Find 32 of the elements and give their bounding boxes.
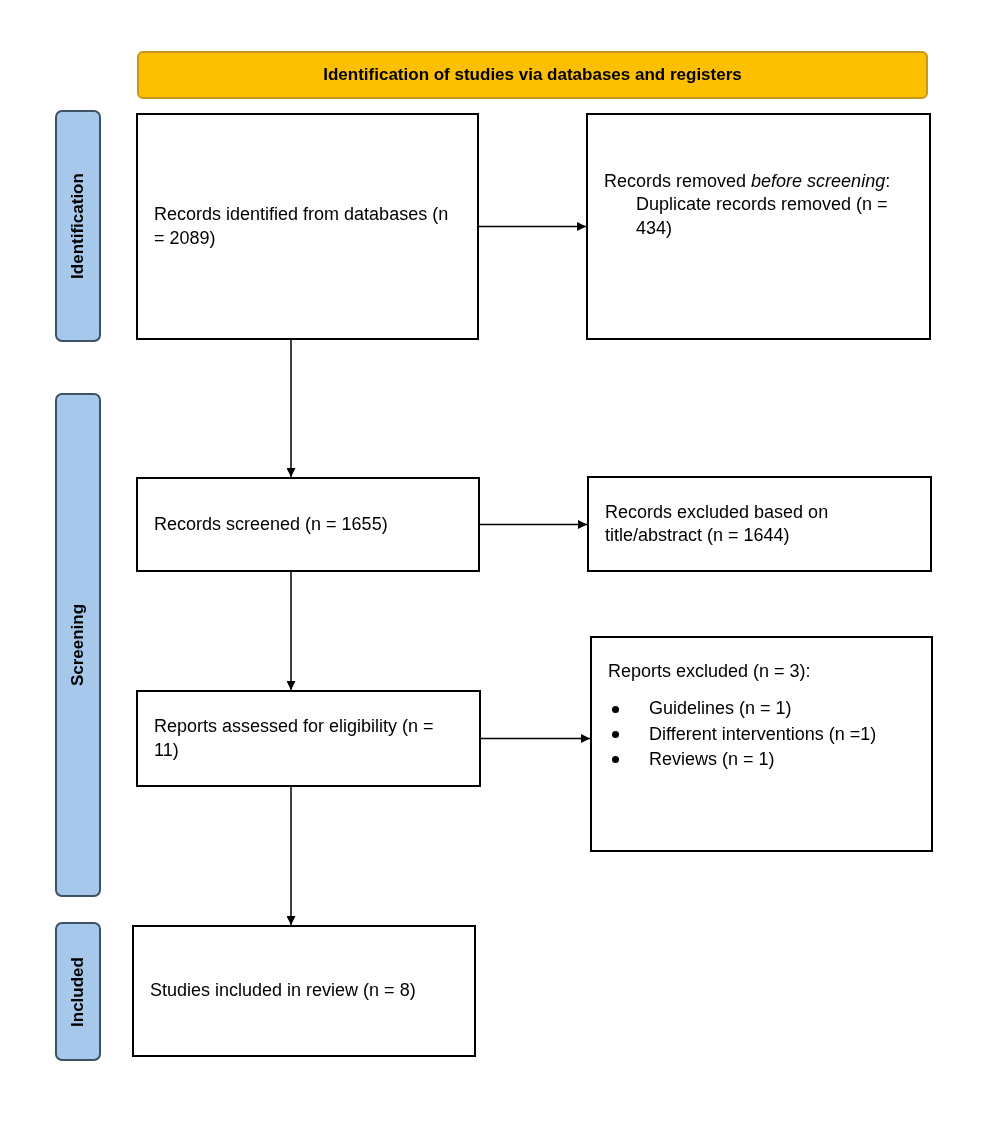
header-banner <box>137 51 928 99</box>
list-item: Guidelines (n = 1) <box>649 697 792 721</box>
arrow <box>286 571 296 691</box>
phase-label: Screening <box>68 603 88 687</box>
header-text: Identification of studies via databases and registers <box>323 65 742 85</box>
phase-band <box>55 922 101 1061</box>
process-box <box>587 476 932 572</box>
process-box <box>132 925 476 1057</box>
phase-label: Identification <box>68 173 88 279</box>
arrow <box>480 734 591 743</box>
process-box <box>136 113 479 340</box>
arrow <box>286 339 296 478</box>
arrow <box>286 786 296 926</box>
arrow <box>478 222 587 231</box>
box-text: Studies included in review (n = 8) <box>150 979 417 1003</box>
box-text: Duplicate records removed (n = 434) <box>635 193 889 240</box>
phase-label: Included <box>68 956 88 1027</box>
process-box <box>586 113 931 340</box>
box-text: Records screened (n = 1655) <box>154 512 389 536</box>
box-text: Reports assessed for eligibility (n = 11) <box>154 715 435 762</box>
arrow <box>479 520 588 529</box>
phase-band <box>55 110 101 342</box>
phase-band <box>55 393 101 897</box>
process-box <box>136 477 480 572</box>
box-text: Reports excluded (n = 3): <box>608 660 812 683</box>
process-box <box>136 690 481 787</box>
list-item: Reviews (n = 1) <box>649 748 775 772</box>
process-box <box>590 636 933 852</box>
list-item: Different interventions (n =1) <box>649 722 877 746</box>
box-text: Records identified from databases (n = 2089) <box>154 203 450 250</box>
box-text: Records removed before screening: <box>604 170 892 193</box>
box-text: Records excluded based on title/abstract (n = 1644) <box>605 500 830 547</box>
